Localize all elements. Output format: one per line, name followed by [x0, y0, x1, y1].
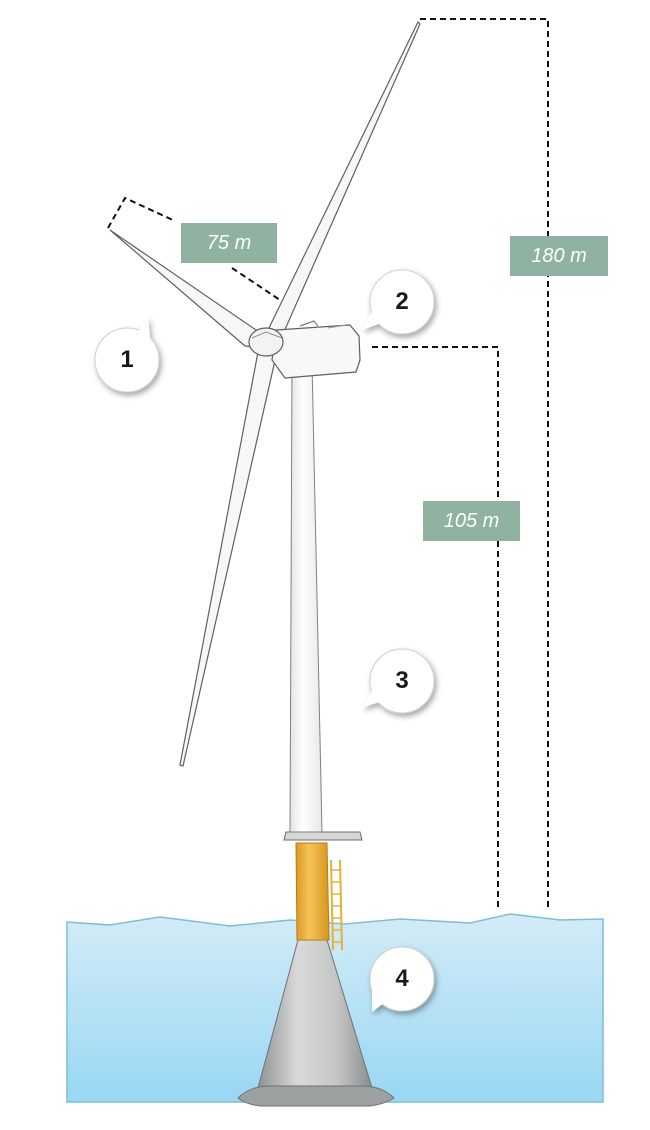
dimension-line-blade-length-tail — [231, 267, 281, 301]
callout-bubble-4 — [369, 946, 435, 1012]
total-height-label: 180 m — [510, 236, 608, 276]
foundation-icon — [237, 939, 395, 1107]
callout-bubble-3 — [362, 648, 435, 714]
tower-icon — [289, 362, 323, 833]
callout-number-3: 3 — [395, 667, 409, 694]
callout-bubble-1 — [94, 316, 160, 393]
callout-number-4: 4 — [395, 965, 409, 992]
callout-bubble-2 — [362, 269, 435, 335]
dimension-line-hub-height — [372, 346, 499, 908]
blade-length-label: 75 m — [181, 223, 277, 263]
dimension-lines — [107, 18, 549, 908]
hub-height-label: 105 m — [423, 501, 520, 541]
callout-number-2: 2 — [395, 288, 409, 315]
nacelle-icon — [248, 320, 361, 379]
transition-piece — [283, 831, 363, 951]
dimension-line-blade-length — [107, 196, 176, 229]
callout-number-1: 1 — [120, 346, 134, 373]
callout-bubbles — [94, 269, 435, 1012]
dimension-line-total-height — [420, 18, 549, 908]
